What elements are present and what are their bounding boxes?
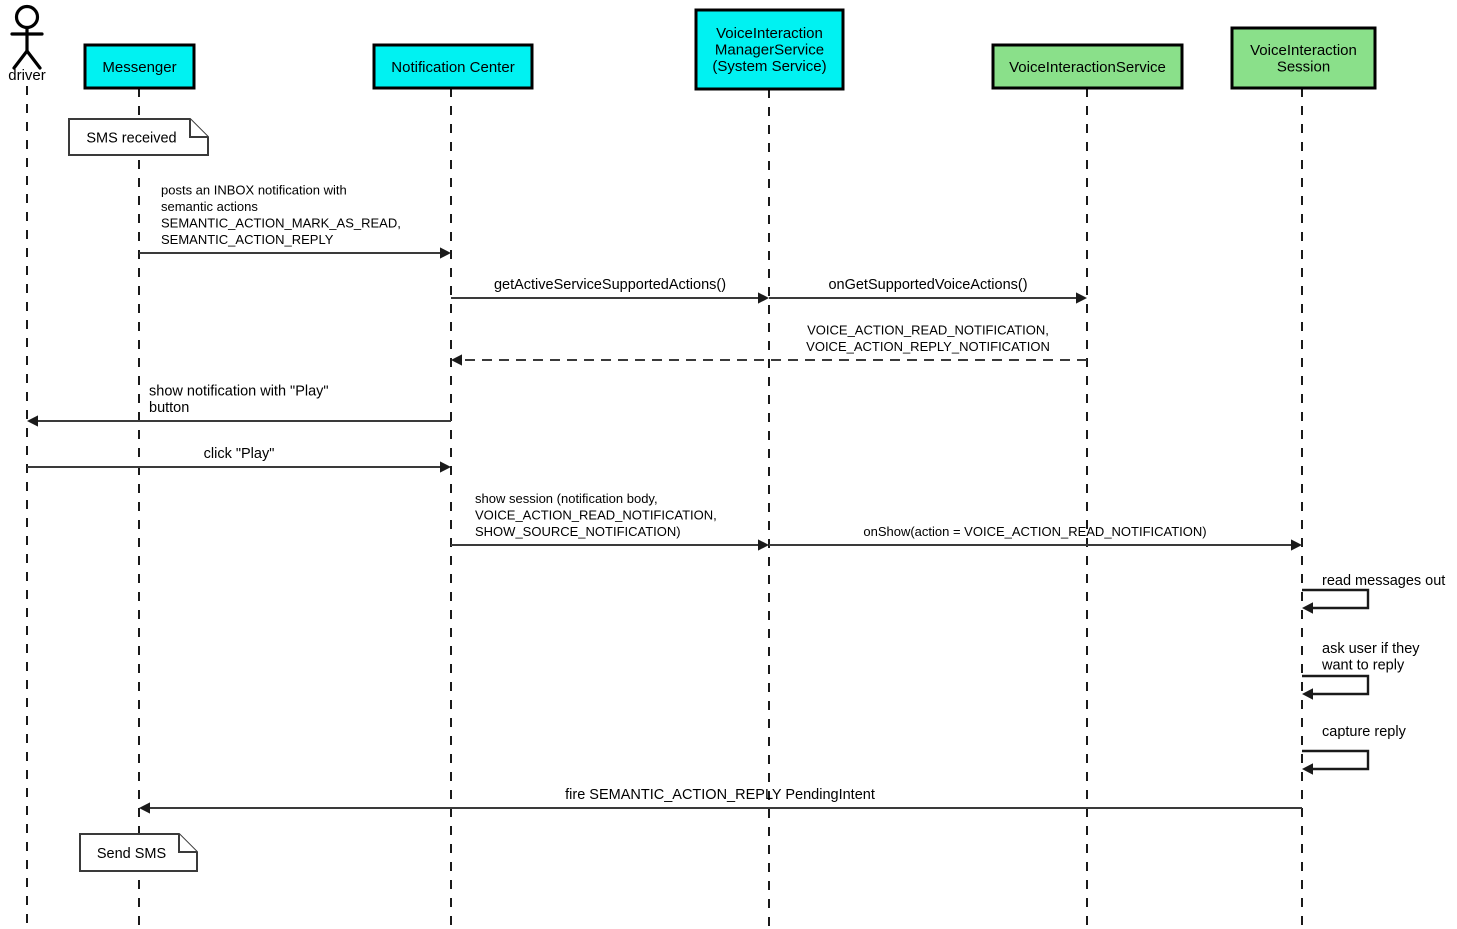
msg-show-notification-play-arrowhead-icon bbox=[27, 415, 38, 427]
msg-on-get-supported-voice-actions-label: onGetSupportedVoiceActions() bbox=[828, 277, 1027, 293]
msg-show-session-label: show session (notification body,VOICE_AC… bbox=[475, 491, 717, 539]
msg-fire-reply-pending-intent: fire SEMANTIC_ACTION_REPLY PendingIntent bbox=[139, 787, 1302, 814]
msg-on-show: onShow(action = VOICE_ACTION_READ_NOTIFI… bbox=[769, 524, 1302, 551]
msg-show-session: show session (notification body,VOICE_AC… bbox=[451, 491, 769, 551]
self-read-messages-out: read messages out bbox=[1302, 573, 1445, 614]
msg-post-inbox-notification-arrowhead-icon bbox=[440, 247, 451, 259]
lifelines-layer bbox=[26, 86, 1303, 929]
msg-return-voice-actions: VOICE_ACTION_READ_NOTIFICATION,VOICE_ACT… bbox=[451, 323, 1087, 366]
participant-label-messenger: Messenger bbox=[102, 59, 176, 76]
msg-on-show-label: onShow(action = VOICE_ACTION_READ_NOTIFI… bbox=[863, 524, 1206, 539]
participant-label-notification-center: Notification Center bbox=[391, 59, 514, 76]
self-capture-reply-line bbox=[1302, 749, 1370, 771]
msg-click-play-label: click "Play" bbox=[204, 446, 275, 462]
participant-box-voice-interaction-manager-service[interactable] bbox=[694, 8, 845, 91]
actor-driver: driver bbox=[8, 4, 46, 84]
msg-fire-reply-pending-intent-label: fire SEMANTIC_ACTION_REPLY PendingIntent bbox=[565, 787, 875, 803]
msg-show-notification-play: show notification with "Play"button bbox=[27, 384, 451, 427]
actor-label-driver: driver bbox=[8, 67, 46, 84]
participant-notification-center[interactable]: Notification Center bbox=[372, 43, 534, 90]
msg-return-voice-actions-label: VOICE_ACTION_READ_NOTIFICATION,VOICE_ACT… bbox=[806, 323, 1050, 355]
self-read-messages-out-line bbox=[1302, 588, 1370, 610]
note-send-sms: Send SMS bbox=[79, 833, 198, 872]
participant-box-notification-center[interactable] bbox=[372, 43, 534, 90]
msg-click-play-arrowhead-icon bbox=[440, 461, 451, 473]
actor-leg-right-icon bbox=[25, 49, 42, 70]
msg-click-play: click "Play" bbox=[27, 446, 451, 473]
participant-box-voice-interaction-session[interactable] bbox=[1230, 26, 1377, 90]
msg-return-voice-actions-arrowhead-icon bbox=[451, 354, 462, 366]
self-read-messages-out-arrowhead-icon bbox=[1302, 602, 1313, 614]
note-send-sms-shape bbox=[79, 833, 198, 872]
participant-box-messenger[interactable] bbox=[83, 43, 196, 90]
participant-messenger[interactable]: Messenger bbox=[83, 43, 196, 90]
participant-label-voice-interaction-service: VoiceInteractionService bbox=[1009, 59, 1166, 76]
actor-head-icon bbox=[14, 4, 40, 30]
note-sms-received-shape bbox=[68, 118, 209, 156]
msg-get-active-service-supported-actions: getActiveServiceSupportedActions() bbox=[451, 277, 769, 304]
note-sms-received-fold-icon bbox=[189, 119, 208, 138]
msg-get-active-service-supported-actions-arrowhead-icon bbox=[758, 292, 769, 304]
msg-on-get-supported-voice-actions-arrowhead-icon bbox=[1076, 292, 1087, 304]
msg-on-get-supported-voice-actions: onGetSupportedVoiceActions() bbox=[769, 277, 1087, 304]
self-ask-user-reply-line bbox=[1302, 674, 1370, 696]
participant-heads-layer: driver Messenger Notification Center VoiceI… bbox=[8, 4, 1377, 91]
self-ask-user-reply-arrowhead-icon bbox=[1302, 688, 1313, 700]
note-send-sms-label: Send SMS bbox=[97, 846, 166, 862]
self-capture-reply-label: capture reply bbox=[1322, 724, 1407, 740]
self-capture-reply-arrowhead-icon bbox=[1302, 763, 1313, 775]
self-capture-reply: capture reply bbox=[1302, 724, 1407, 775]
participant-box-voice-interaction-service[interactable] bbox=[991, 43, 1184, 90]
participant-voice-interaction-service[interactable]: VoiceInteractionService bbox=[991, 43, 1184, 90]
note-sms-received-label: SMS received bbox=[86, 131, 176, 147]
msg-get-active-service-supported-actions-label: getActiveServiceSupportedActions() bbox=[494, 277, 726, 293]
msg-show-session-arrowhead-icon bbox=[758, 539, 769, 551]
msg-show-notification-play-label: show notification with "Play"button bbox=[149, 384, 329, 417]
actor-leg-left-icon bbox=[12, 49, 29, 70]
note-sms-received: SMS received bbox=[68, 118, 209, 156]
self-read-messages-out-label: read messages out bbox=[1322, 573, 1445, 589]
msg-fire-reply-pending-intent-arrowhead-icon bbox=[139, 802, 150, 814]
note-send-sms-fold-icon bbox=[178, 834, 197, 853]
msg-on-show-arrowhead-icon bbox=[1291, 539, 1302, 551]
